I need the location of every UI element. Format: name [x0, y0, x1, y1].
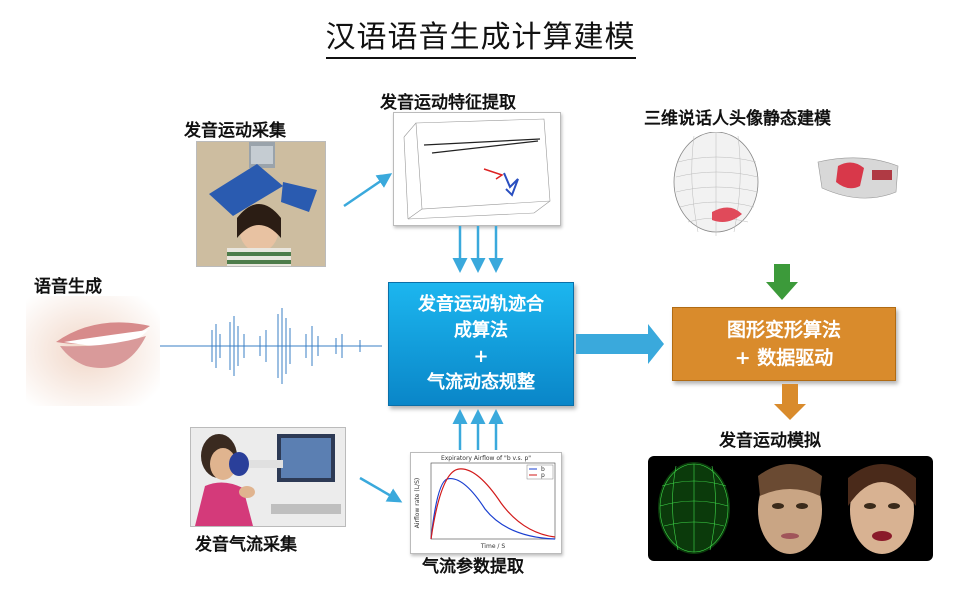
- airflow-chart: Expiratory Airflow of "b v.s. p" b p Tim…: [410, 452, 562, 554]
- label-motion-capture: 发音运动采集: [184, 121, 286, 141]
- center-box-line3: +: [473, 346, 489, 367]
- mouth-image: [26, 296, 160, 406]
- label-simulation: 发音运动模拟: [719, 431, 821, 451]
- label-airflow-params: 气流参数提取: [422, 557, 524, 577]
- orange-box-line1: 图形变形算法: [726, 319, 841, 341]
- graphics-deformation-box: 图形变形算法 + 数据驱动: [672, 307, 896, 381]
- head-wireframe-model: [664, 131, 774, 240]
- airflow-legend-p: p: [541, 472, 545, 479]
- arrow-model-to-orange: [766, 264, 798, 300]
- speech-waveform: [160, 304, 382, 388]
- orange-box-line2: + 数据驱动: [734, 347, 834, 369]
- label-feature-extraction: 发音运动特征提取: [380, 93, 516, 113]
- center-box-line2: 成算法: [454, 320, 508, 341]
- jaw-tongue-model: [812, 152, 922, 212]
- trajectory-synthesis-box: 发音运动轨迹合 成算法 + 气流动态规整: [388, 282, 574, 406]
- center-box-line1: 发音运动轨迹合: [418, 294, 544, 315]
- page-title: 汉语语音生成计算建模: [0, 12, 961, 59]
- label-head-model: 三维说话人头像静态建模: [644, 109, 831, 129]
- arrow-center-to-orange: [576, 324, 664, 364]
- feature-extraction-chart: [393, 112, 561, 226]
- arrow-capture-to-features: [343, 173, 393, 208]
- motion-capture-photo: [196, 141, 326, 267]
- center-box-line4: 气流动态规整: [427, 372, 535, 393]
- airflow-chart-title: Expiratory Airflow of "b v.s. p": [441, 455, 531, 462]
- arrow-airflow-to-chart: [359, 476, 403, 503]
- airflow-legend-b: b: [541, 466, 545, 473]
- simulation-faces: [648, 456, 933, 561]
- label-airflow-capture: 发音气流采集: [195, 535, 297, 555]
- airflow-chart-xlabel: Time / S: [480, 543, 506, 550]
- airflow-chart-ylabel: Airflow rate (L/S): [414, 478, 421, 528]
- arrow-orange-to-simulation: [774, 384, 806, 420]
- airflow-capture-photo: [190, 427, 346, 527]
- label-speech-generation: 语音生成: [34, 277, 102, 297]
